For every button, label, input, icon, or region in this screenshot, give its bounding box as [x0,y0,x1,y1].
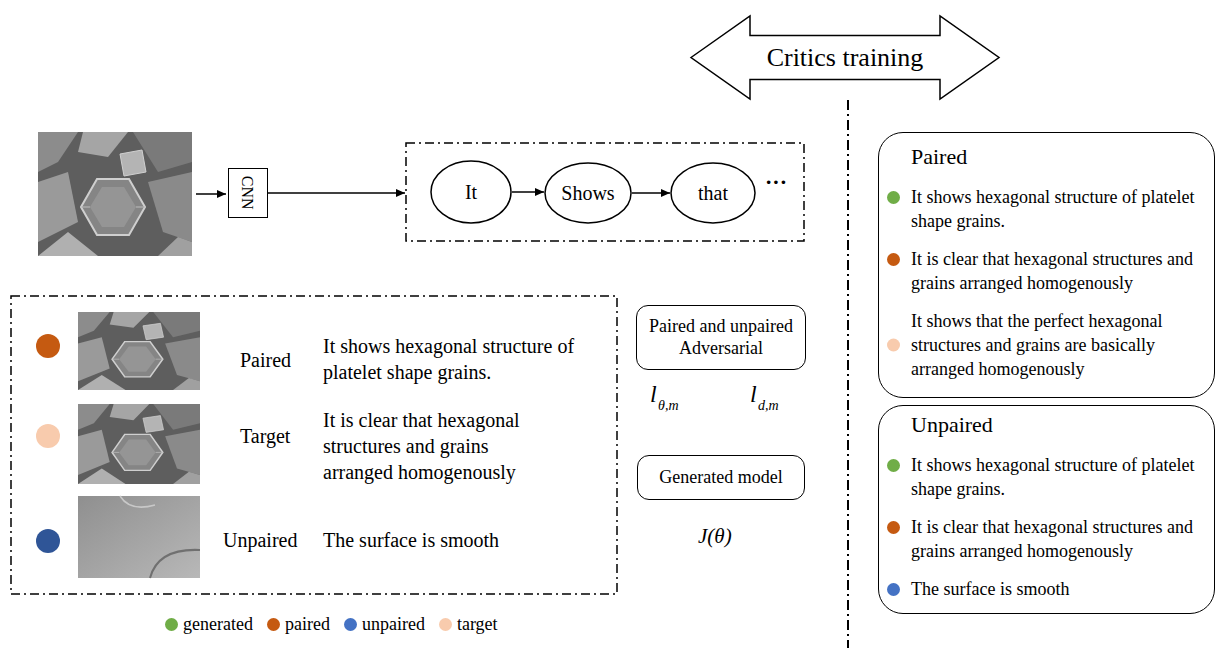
loss-symbol: l [650,380,657,409]
objective-symbol: J(θ) [698,524,732,549]
legend-swatch [165,618,178,631]
unpaired-image [78,496,200,578]
divider-line [847,100,849,648]
loss-symbol: l [750,380,757,409]
legend-item: target [439,612,498,636]
target-image [78,404,200,484]
bullet-item: It shows hexagonal structure of platelet… [911,185,1196,233]
critic-sentence: It is clear that hexagonal structures an… [911,247,1196,295]
bullet-dot [887,253,900,266]
legend-swatch [439,618,452,631]
legend-text: paired [285,612,330,636]
row-label: Target [240,423,290,449]
token-sequence-box: ··· It Shows that [405,142,805,242]
bullet-dot [887,583,900,596]
caption-text: It shows hexagonal structure of platelet… [323,333,608,385]
legend-item: paired [267,612,330,636]
word-label: It [465,180,477,204]
unpaired-marker [36,529,60,553]
legend-text: target [457,612,498,636]
dash-dot-border [11,296,617,594]
loss-subscript: d,m [758,398,779,415]
legend-item: generated [165,612,253,636]
legend-text: unpaired [362,612,425,636]
critic-sentence: It shows hexagonal structure of platelet… [911,185,1196,233]
double-arrow-outline [691,16,999,99]
ellipse-outline [671,163,755,223]
word-label: Shows [561,181,614,205]
sem-image [38,132,192,256]
word-node: Shows [544,162,632,224]
word-label: that [698,181,728,205]
ellipsis: ··· [765,168,787,197]
box-label: Paired and unpaired Adversarial [641,316,801,359]
arrow-label: Critics training [767,42,924,73]
critic-sentence: It shows hexagonal structure of platelet… [911,453,1196,501]
box-label: Generated model [659,467,782,489]
connector-arrow [268,192,405,194]
unpaired-critic-panel: Unpaired It shows hexagonal structure of … [878,405,1215,614]
critic-sentence: It is clear that hexagonal structures an… [911,515,1196,563]
cnn-label: CNN [238,176,257,210]
cnn-box: CNN [228,168,268,218]
row-label: Paired [240,347,291,373]
generator-box: Generated model [637,455,805,500]
critic-sentence: It shows that the perfect hexagonal stru… [911,309,1196,381]
paired-marker [36,334,60,358]
unpaired-image-texture [150,550,200,578]
word-node: that [670,162,756,224]
legend: generated paired unpaired target [165,612,512,636]
legend-swatch [344,618,357,631]
critics-training-arrow: Critics training [690,15,1000,100]
bullet-dot [887,459,900,472]
dash-dot-border [406,143,804,241]
bullet-item: The surface is smooth [911,577,1196,601]
bullet-item: It shows that the perfect hexagonal stru… [911,309,1196,381]
row-label: Unpaired [223,527,297,553]
paired-critic-panel: Paired It shows hexagonal structure of pl… [878,132,1215,398]
caption-text: It is clear that hexagonal structures an… [323,407,563,485]
legend-swatch [267,618,280,631]
bullet-dot [887,191,900,204]
connector-arrow [632,192,670,194]
input-arrow [196,193,226,195]
legend-text: generated [183,612,253,636]
target-marker [36,424,60,448]
ellipse-outline [545,163,631,223]
ellipse-outline [431,161,511,223]
bullet-item: It shows hexagonal structure of platelet… [911,453,1196,501]
critic-sentence: The surface is smooth [911,577,1196,601]
caption-text: The surface is smooth [323,527,608,553]
panel-heading: Unpaired [911,411,1196,439]
unpaired-image-texture [120,496,155,507]
sample-panel: Paired It shows hexagonal structure of pl… [10,295,618,595]
bullet-dot [887,339,900,352]
connector-arrow [512,191,544,193]
bullet-dot [887,521,900,534]
bullet-item: It is clear that hexagonal structures an… [911,515,1196,563]
paired-image [78,312,200,390]
word-node: It [430,160,512,224]
loss-subscript: θ,m [658,398,679,415]
adversarial-box: Paired and unpaired Adversarial [636,305,806,370]
legend-item: unpaired [344,612,425,636]
panel-heading: Paired [911,143,1196,171]
bullet-item: It is clear that hexagonal structures an… [911,247,1196,295]
